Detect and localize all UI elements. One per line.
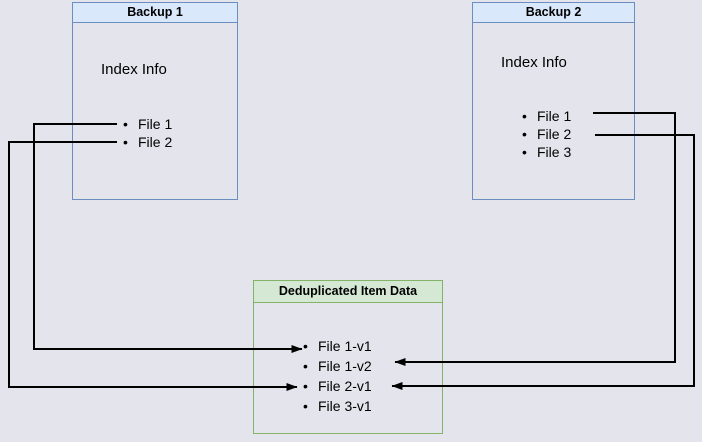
list-item: File 1 <box>522 107 571 125</box>
list-item: File 1-v2 <box>303 356 372 376</box>
backup1-file-list: File 1 File 2 <box>123 115 172 151</box>
deduplicated-item-data-box: Deduplicated Item Data File 1-v1 File 1-… <box>253 280 443 434</box>
backup1-box: Backup 1 Index Info File 1 File 2 <box>72 2 238 200</box>
backup2-box: Backup 2 Index Info File 1 File 2 File 3 <box>472 2 635 200</box>
list-item: File 2 <box>522 125 571 143</box>
dedup-title: Deduplicated Item Data <box>254 281 442 303</box>
dedup-item-list: File 1-v1 File 1-v2 File 2-v1 File 3-v1 <box>303 336 372 416</box>
list-item: File 2-v1 <box>303 376 372 396</box>
list-item: File 3-v1 <box>303 396 372 416</box>
list-item: File 1 <box>123 115 172 133</box>
list-item: File 2 <box>123 133 172 151</box>
backup2-file-list: File 1 File 2 File 3 <box>522 107 571 161</box>
backup2-index-info-label: Index Info <box>501 54 567 71</box>
list-item: File 3 <box>522 143 571 161</box>
backup1-title: Backup 1 <box>73 3 237 23</box>
list-item: File 1-v1 <box>303 336 372 356</box>
backup1-index-info-label: Index Info <box>101 61 167 78</box>
backup2-title: Backup 2 <box>473 3 634 23</box>
